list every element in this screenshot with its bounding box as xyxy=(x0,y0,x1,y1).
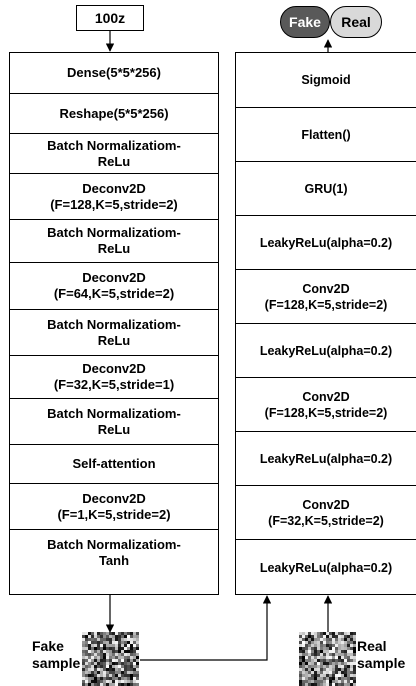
generator-layer-10: Self-attention xyxy=(10,444,218,483)
fake-sample-image xyxy=(82,632,139,686)
discriminator-layer-7: Conv2D (F=128,K=5,stride=2) xyxy=(236,377,416,431)
generator-layer-12: Batch Normalizatiom- Tanh xyxy=(10,529,218,576)
generator-layer-7: Batch Normalizatiom- ReLu xyxy=(10,309,218,355)
discriminator-layer-3: GRU(1) xyxy=(236,161,416,215)
generator-layer-5: Batch Normalizatiom- ReLu xyxy=(10,219,218,262)
real-sample-image xyxy=(299,632,356,686)
real-output-pill: Real xyxy=(330,6,382,38)
discriminator-layer-1: Sigmoid xyxy=(301,73,351,87)
generator-layer-8: Deconv2D (F=32,K=5,stride=1) xyxy=(10,355,218,398)
discriminator-layer-8: LeakyReLu(alpha=0.2) xyxy=(236,431,416,485)
generator-layer-1: Dense(5*5*256) xyxy=(67,65,161,80)
discriminator-layer-6: LeakyReLu(alpha=0.2) xyxy=(236,323,416,377)
real-sample-caption: Real sample xyxy=(357,638,406,671)
discriminator-layer-2: Flatten() xyxy=(236,107,416,161)
fake-sample-caption: Fake sample xyxy=(32,638,81,671)
discriminator-layer-10: LeakyReLu(alpha=0.2) xyxy=(236,539,416,596)
noise-input-box: 100z xyxy=(76,5,144,31)
generator-layer-6: Deconv2D (F=64,K=5,stride=2) xyxy=(10,262,218,309)
discriminator-layer-9: Conv2D (F=32,K=5,stride=2) xyxy=(236,485,416,539)
generator-layer-9: Batch Normalizatiom- ReLu xyxy=(10,398,218,444)
discriminator-layer-4: LeakyReLu(alpha=0.2) xyxy=(236,215,416,269)
generator-layer-3: Batch Normalizatiom- ReLu xyxy=(10,133,218,173)
arrow-fake-sample-to-discriminator xyxy=(140,595,272,661)
fake-output-pill: Fake xyxy=(280,6,330,38)
discriminator-layer-5: Conv2D (F=128,K=5,stride=2) xyxy=(236,269,416,323)
generator-stack: Dense(5*5*256)Reshape(5*5*256)Batch Norm… xyxy=(9,52,219,595)
generator-layer-4: Deconv2D (F=128,K=5,stride=2) xyxy=(10,173,218,219)
generator-layer-2: Reshape(5*5*256) xyxy=(10,93,218,133)
generator-layer-11: Deconv2D (F=1,K=5,stride=2) xyxy=(10,483,218,529)
